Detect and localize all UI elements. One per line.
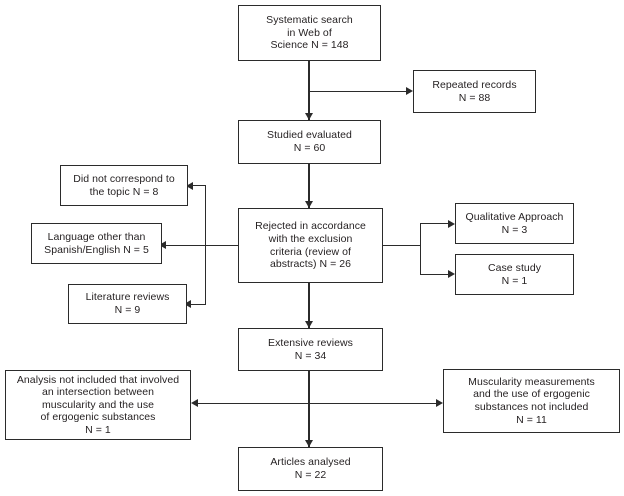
arrowhead-qualitative-approach xyxy=(448,219,455,228)
edge-right-trunk-to-qualitative xyxy=(420,223,452,225)
arrowhead-language-other xyxy=(159,241,166,249)
node-extensive-reviews[interactable]: Extensive reviews N = 34 xyxy=(238,328,383,371)
node-did-not-correspond[interactable]: Did not correspond to the topic N = 8 xyxy=(60,165,188,206)
edge-left-trunk-to-did-not-correspond xyxy=(190,185,206,187)
arrowhead-studied-evaluated xyxy=(305,113,313,120)
edge-rejected-right-stub xyxy=(383,244,421,246)
edge-left-trunk-to-language-other xyxy=(163,244,206,246)
edge-right-trunk-to-case-study xyxy=(420,273,452,275)
edge-systematic-to-repeated xyxy=(308,90,408,92)
edge-right-trunk xyxy=(420,223,422,274)
arrowhead-literature-reviews xyxy=(184,300,191,308)
node-rejected-in-accordance[interactable]: Rejected in accordance with the exclusio… xyxy=(238,208,383,283)
edge-systematic-to-studied xyxy=(308,60,310,120)
arrowhead-muscularity-measurements xyxy=(436,399,443,407)
node-systematic-search[interactable]: Systematic search in Web of Science N = … xyxy=(238,5,381,61)
arrowhead-extensive-reviews xyxy=(305,321,313,328)
node-articles-analysed[interactable]: Articles analysed N = 22 xyxy=(238,447,383,491)
node-studied-evaluated[interactable]: Studied evaluated N = 60 xyxy=(238,120,381,164)
arrowhead-analysis-not-included xyxy=(191,399,198,407)
node-muscularity-measurements[interactable]: Muscularity measurements and the use of … xyxy=(443,369,620,433)
node-language-other-than[interactable]: Language other than Spanish/English N = … xyxy=(31,223,162,264)
arrowhead-articles-analysed xyxy=(305,440,313,447)
arrowhead-rejected xyxy=(305,201,313,208)
edge-extensive-to-articles xyxy=(308,370,310,447)
edge-crossbar-right xyxy=(308,402,438,404)
node-case-study[interactable]: Case study N = 1 xyxy=(455,254,574,295)
edge-rejected-left-stub xyxy=(205,244,239,246)
node-qualitative-approach[interactable]: Qualitative Approach N = 3 xyxy=(455,203,574,244)
edge-rejected-to-extensive xyxy=(308,282,310,328)
node-literature-reviews[interactable]: Literature reviews N = 9 xyxy=(68,284,187,324)
edge-left-trunk-to-literature-reviews xyxy=(188,303,206,305)
node-analysis-not-included[interactable]: Analysis not included that involved an i… xyxy=(5,370,191,440)
edge-crossbar-left xyxy=(196,402,309,404)
edge-studied-to-rejected xyxy=(308,163,310,208)
arrowhead-did-not-correspond xyxy=(186,181,193,190)
node-repeated-records[interactable]: Repeated records N = 88 xyxy=(413,70,536,113)
arrowhead-case-study xyxy=(448,270,455,278)
arrowhead-repeated-records xyxy=(406,87,413,95)
